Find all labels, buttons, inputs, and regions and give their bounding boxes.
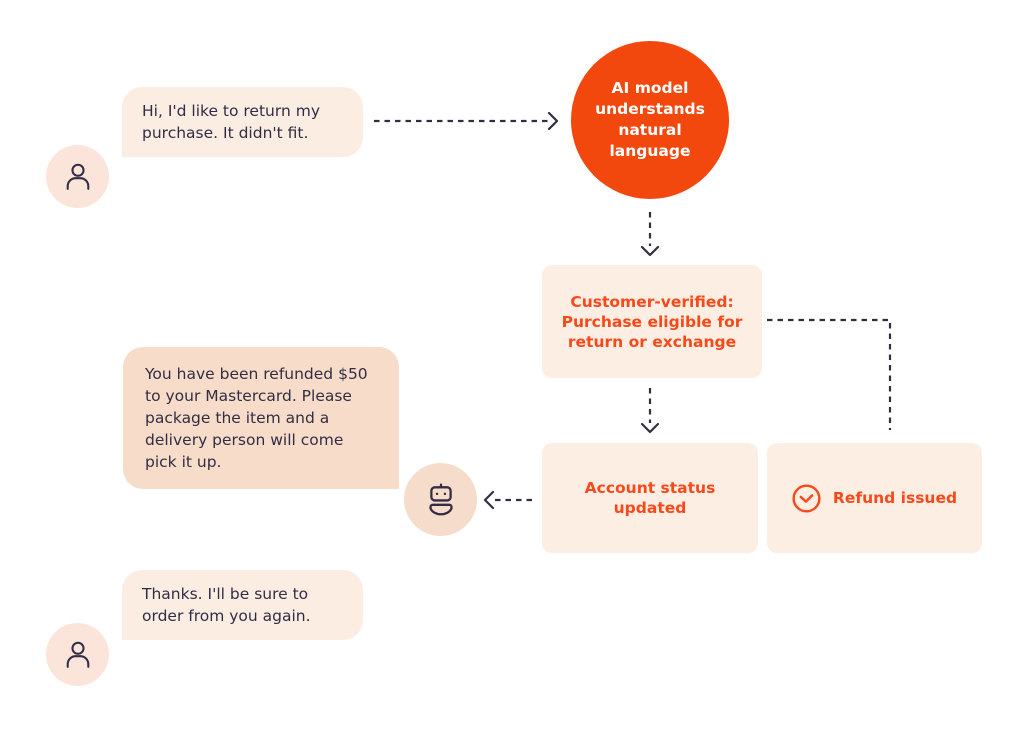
user-chat-bubble-1: Hi, I'd like to return my purchase. It d… bbox=[122, 87, 363, 157]
robot-icon bbox=[420, 479, 462, 521]
customer-verified-label: Customer-verified: Purchase eligible for… bbox=[561, 292, 743, 351]
refund-issued-label: Refund issued bbox=[832, 489, 958, 507]
bot-chat-bubble: You have been refunded $50 to your Maste… bbox=[123, 347, 399, 489]
refund-issued-box: Refund issued bbox=[767, 443, 982, 553]
account-status-label: Account status updated bbox=[584, 479, 716, 517]
ai-model-circle-label: AI model understands natural language bbox=[595, 79, 705, 160]
bot-avatar bbox=[404, 463, 477, 536]
ai-model-circle-node: AI model understands natural language bbox=[571, 41, 729, 199]
customer-verified-box: Customer-verified: Purchase eligible for… bbox=[542, 265, 762, 378]
check-circle-icon bbox=[792, 483, 821, 513]
account-status-box: Account status updated bbox=[542, 443, 758, 553]
user-chat-bubble-2: Thanks. I'll be sure to order from you a… bbox=[122, 570, 363, 640]
user-avatar-2 bbox=[46, 623, 109, 686]
person-icon bbox=[59, 158, 97, 196]
person-icon bbox=[59, 636, 97, 674]
user-avatar bbox=[46, 145, 109, 208]
